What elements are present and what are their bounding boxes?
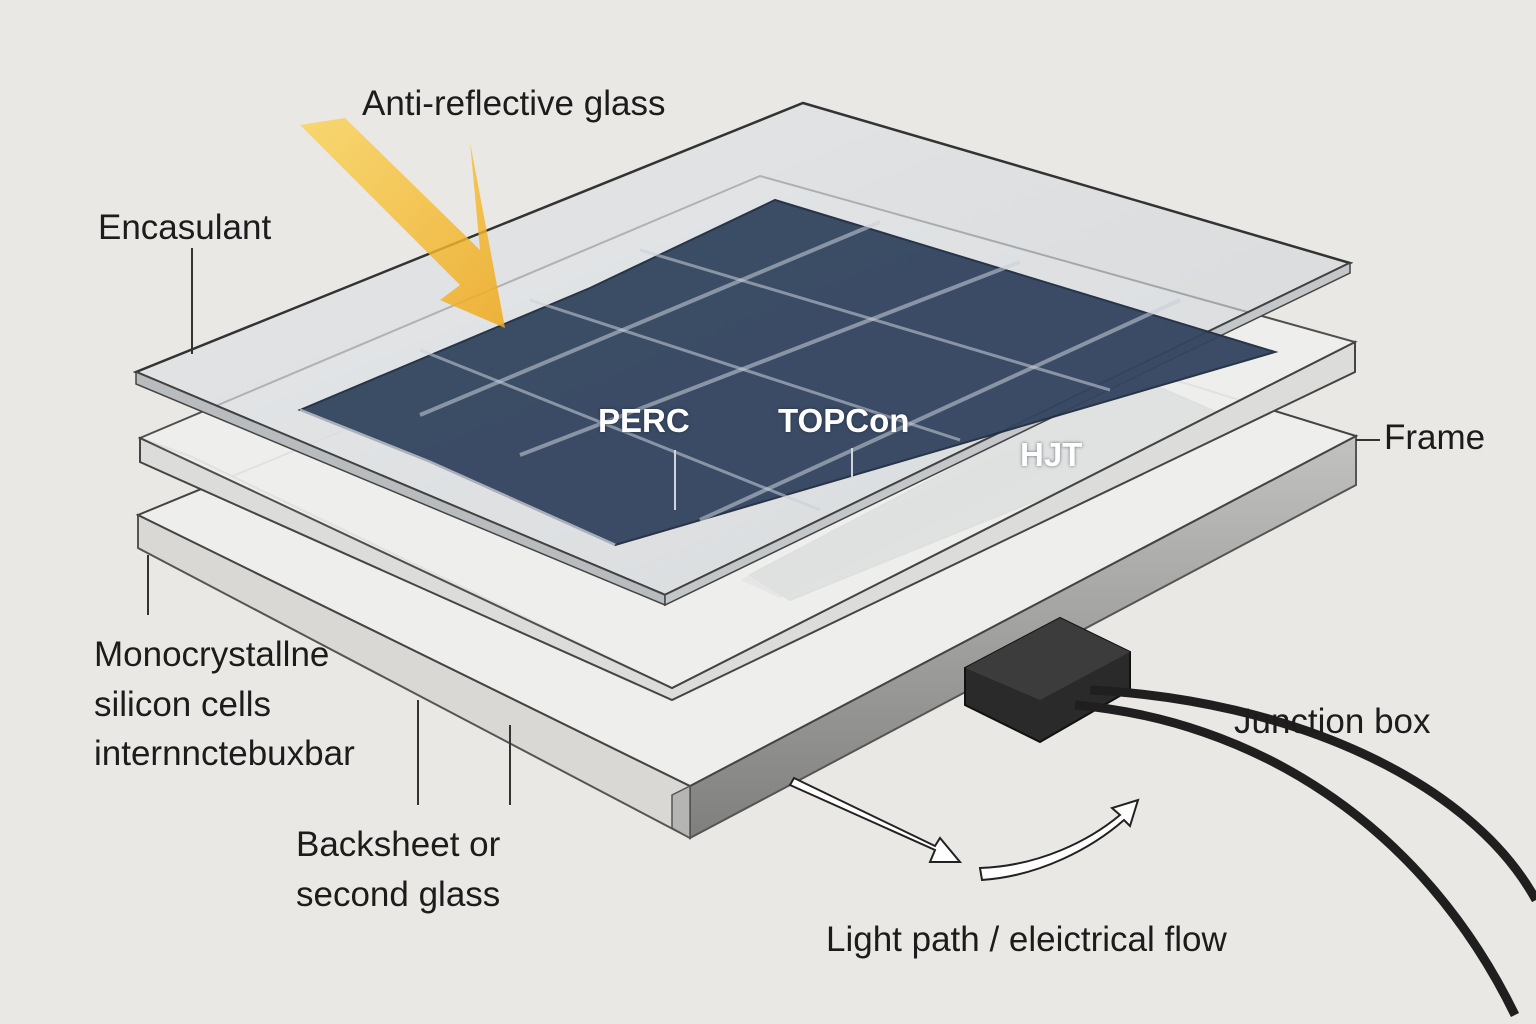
label-backsheet-line-1: Backsheet or [296,825,501,864]
label-frame: Frame [1384,418,1486,457]
label-backsheet: Backsheet or second glass [296,820,500,919]
label-backsheet-line-2: second glass [296,874,501,914]
cell-type-hjt: HJT [1020,436,1083,473]
cell-array [297,198,1279,547]
label-cells-line-1: Monocrystallne [94,635,330,674]
label-cells-line-2: silicon cells [94,684,271,724]
leader-lines [147,248,1380,805]
flow-arrows [788,776,1140,882]
label-anti-reflective-glass: Anti-reflective glass [362,84,666,123]
label-cells-line-3: internnctebuxbar [94,734,355,774]
junction-box-icon [964,616,1536,1017]
label-encapsulant: Encasulant [98,208,272,247]
label-cells: Monocrystallne silicon cells internncteb… [94,630,355,779]
label-light-path: Light path / eleictrical flow [826,920,1227,959]
sun-ray-icon [300,118,505,328]
cell-type-topcon: TOPCon [778,402,910,439]
glass-layer [132,101,1354,607]
cell-type-perc: PERC [598,402,690,439]
label-junction-box: Junction box [1234,702,1431,741]
